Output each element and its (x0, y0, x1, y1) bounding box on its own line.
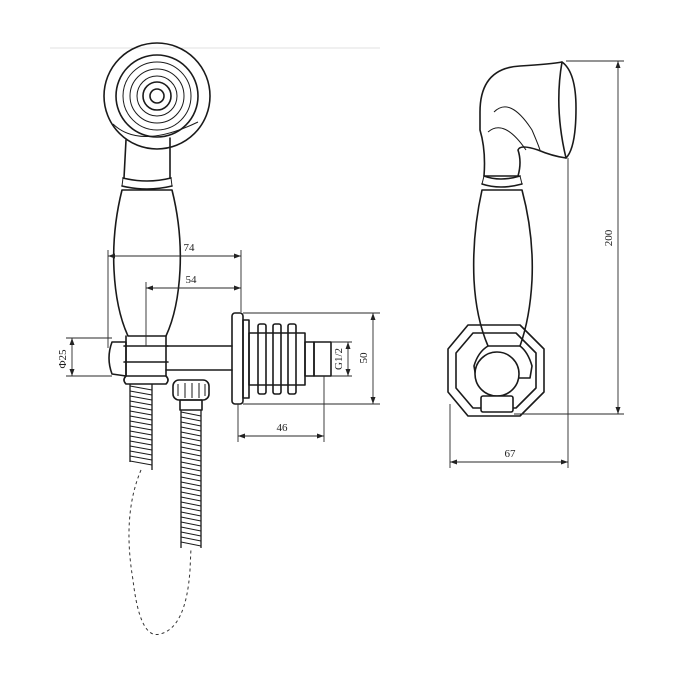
dimension-67-label: 67 (505, 448, 517, 460)
hose-right (180, 410, 202, 548)
dimension-74-label: 74 (184, 242, 196, 254)
dimension-g12: G1/2 (331, 341, 352, 377)
dimension-74: 74 (107, 242, 242, 348)
side-handle (472, 189, 534, 347)
side-view (447, 61, 577, 417)
dimension-25: Φ25 (57, 337, 112, 377)
hose-coil-right (180, 411, 202, 547)
handle-body (112, 189, 182, 337)
hose-loop (128, 469, 192, 636)
side-collar (481, 175, 523, 188)
dimension-200: 200 (514, 60, 624, 415)
hose-left (129, 384, 153, 470)
dimension-67: 67 (449, 158, 569, 468)
hose-nut (172, 379, 210, 411)
handle-neck (121, 137, 173, 190)
holder-bracket (108, 335, 233, 385)
dimension-46: 46 (237, 376, 325, 442)
wall-plate (447, 324, 545, 417)
wall-connector (231, 312, 332, 405)
dimension-50: 50 (243, 312, 380, 405)
dimension-g12-label: G1/2 (333, 348, 345, 370)
shower-head (103, 42, 211, 150)
side-shower-head (479, 61, 577, 177)
dimension-200-label: 200 (603, 229, 615, 246)
dimension-25-label: Φ25 (57, 349, 69, 369)
dimension-46-label: 46 (277, 422, 289, 434)
dimension-54-label: 54 (186, 274, 198, 286)
dimension-50-label: 50 (358, 352, 370, 364)
hose-coil-left (129, 385, 153, 466)
dimension-54: 54 (145, 274, 241, 346)
front-view (103, 42, 332, 636)
ball-joint (473, 345, 533, 413)
